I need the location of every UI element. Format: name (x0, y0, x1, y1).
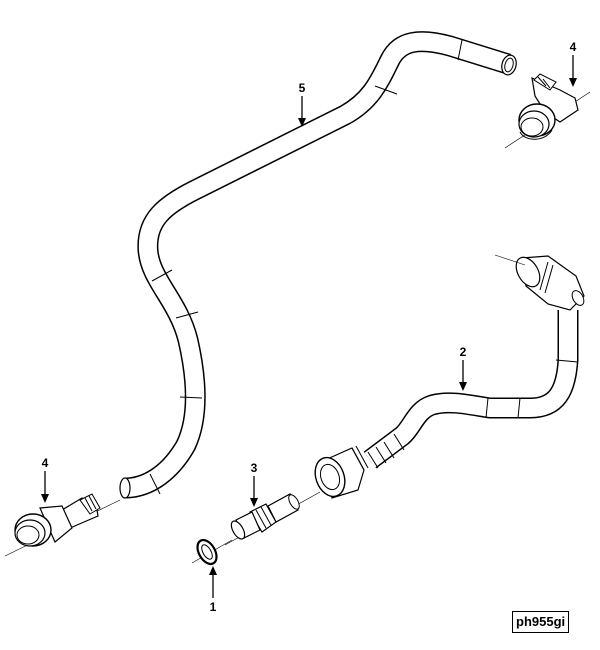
figure-reference-code: ph955gi (512, 611, 570, 633)
callout-3: 3 (250, 461, 258, 507)
callout-label-1: 1 (210, 600, 217, 614)
callout-label-5: 5 (299, 81, 306, 95)
callout-label-3: 3 (251, 461, 258, 475)
upper-hose (119, 31, 517, 499)
elbow-connector-right (504, 73, 591, 149)
callout-label-4-left: 4 (42, 456, 49, 470)
callout-1: 1 (209, 566, 217, 614)
adapter-fitting (224, 491, 321, 546)
callout-label-4-right: 4 (570, 40, 577, 54)
sealing-washer (191, 538, 233, 566)
callout-2: 2 (459, 345, 467, 391)
callout-4-left: 4 (41, 456, 49, 503)
lower-hose (314, 254, 585, 499)
callout-4-right: 4 (569, 40, 577, 87)
callout-5: 5 (298, 81, 306, 127)
elbow-connector-left (4, 493, 121, 557)
callout-label-2: 2 (460, 345, 467, 359)
